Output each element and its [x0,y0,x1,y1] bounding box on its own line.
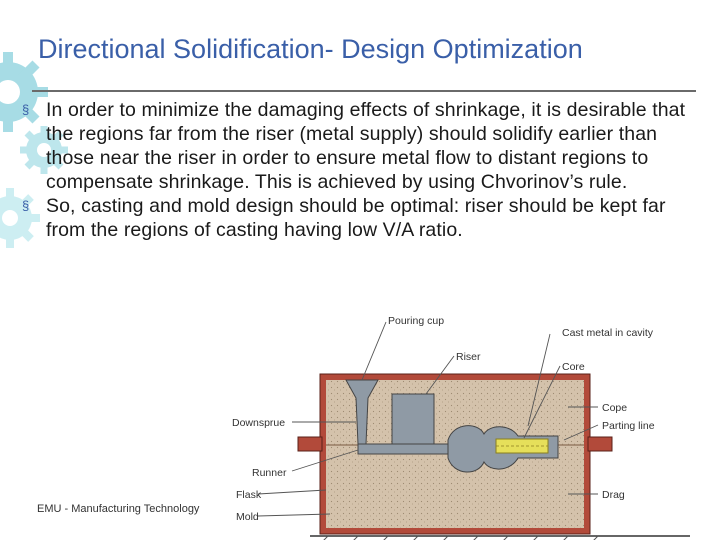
bullet-marker-icon: § [22,198,30,213]
bullet-item: § In order to minimize the damaging effe… [22,98,702,194]
label-cope: Cope [602,402,627,414]
footer-text: EMU - Manufacturing Technology [37,503,200,515]
page-title: Directional Solidification- Design Optim… [38,34,583,64]
label-downsprue: Downsprue [232,417,285,429]
casting-mold-diagram: Pouring cup Riser Cast metal in cavity C… [232,315,690,540]
label-mold: Mold [236,511,259,523]
gear-icon [0,52,48,132]
bullet-text: So, casting and mold design should be op… [46,195,666,241]
label-cast-metal: Cast metal in cavity [562,327,654,339]
gear-icon [20,126,68,174]
label-core: Core [562,361,585,373]
label-drag: Drag [602,489,625,501]
bullet-marker-icon: § [22,102,30,117]
label-parting-line: Parting line [602,420,655,432]
runner [357,443,451,455]
label-riser: Riser [456,351,481,363]
title-divider [32,90,696,92]
gear-icon [0,188,40,248]
label-pouring-cup: Pouring cup [388,315,444,327]
riser [391,393,435,445]
bullet-text: In order to minimize the damaging effect… [46,99,686,193]
gear-decoration [0,52,68,248]
label-flask: Flask [236,489,262,501]
label-runner: Runner [252,467,287,479]
bullet-list: § In order to minimize the damaging effe… [22,98,702,242]
bullet-item: § So, casting and mold design should be … [22,194,702,242]
